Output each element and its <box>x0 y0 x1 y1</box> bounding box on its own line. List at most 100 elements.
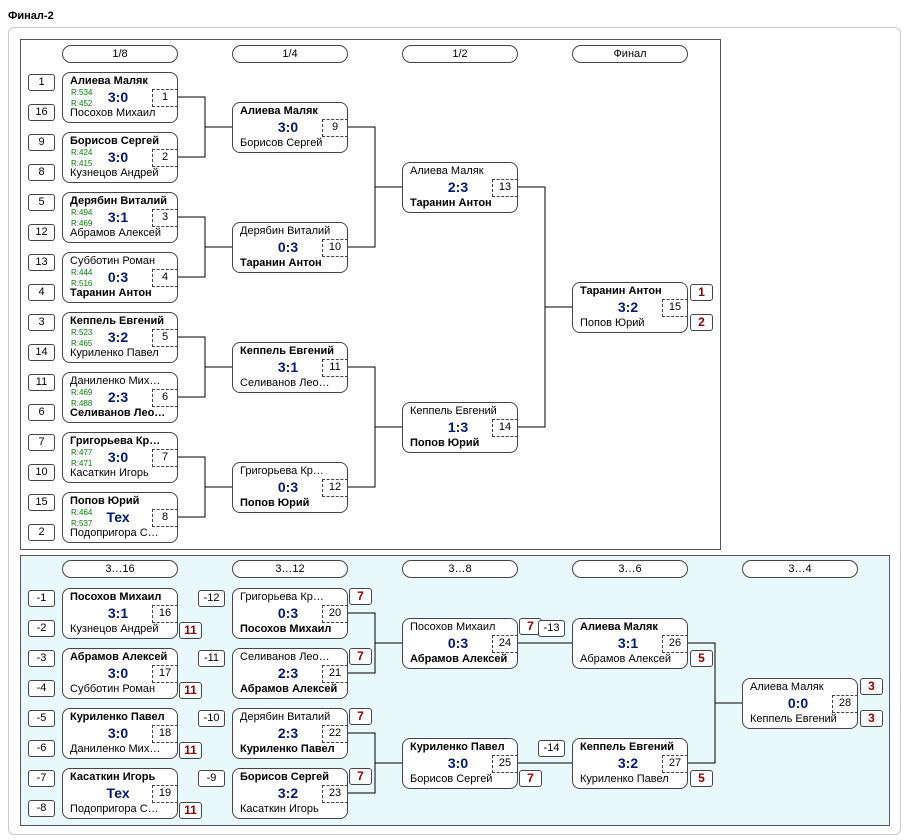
connector-line <box>348 366 376 488</box>
round-header-cons-2: 3…8 <box>402 560 518 578</box>
player-2-name: Таранин Антон <box>410 197 492 209</box>
player-2-name: Куриленко Павел <box>70 347 159 359</box>
match-score: 3:0 <box>107 149 129 165</box>
match-score: 3:0 <box>277 119 299 135</box>
place-badge: 3 <box>860 710 883 727</box>
player-2-name: Селиванов Лео… <box>240 377 330 389</box>
player-1-name: Алиева Маляк <box>580 621 658 633</box>
match-score: 3:2 <box>107 329 129 345</box>
match-score: Тех <box>106 509 130 525</box>
match-score: 3:0 <box>107 725 129 741</box>
match-score: 2:3 <box>277 665 299 681</box>
match-number: 26 <box>662 635 687 653</box>
player-2-name: Куриленко Павел <box>580 773 669 785</box>
player-1-name: Григорьева Кр… <box>240 465 324 477</box>
player-2-name: Таранин Антон <box>70 287 152 299</box>
player-2-name: Субботин Роман <box>70 683 156 695</box>
player-2-name: Абрамов Алексей <box>410 653 508 665</box>
seed-number: -13 <box>538 620 565 637</box>
player-1-name: Кеппель Евгений <box>410 405 497 417</box>
round-header-0: 1/8 <box>62 45 178 63</box>
match-score: 0:3 <box>277 479 299 495</box>
match-number: 9 <box>322 119 347 137</box>
match-score: 3:0 <box>447 755 469 771</box>
match-score: 2:3 <box>447 179 469 195</box>
player-1-name: Дерябин Виталий <box>70 195 168 207</box>
round-header-cons-0: 3…16 <box>62 560 178 578</box>
player-2-name: Попов Юрий <box>410 437 480 449</box>
place-badge: 11 <box>179 802 202 819</box>
match-score: 3:2 <box>617 755 639 771</box>
player-2-name: Посохов Михаил <box>70 107 156 119</box>
player-2-name: Касаткин Игорь <box>240 803 319 815</box>
player-2-rating: R:516 <box>71 279 93 288</box>
match-number: 28 <box>832 695 857 713</box>
player-1-name: Дерябин Виталий <box>240 225 331 237</box>
player-1-name: Дерябин Виталий <box>240 711 331 723</box>
seed-number: 11 <box>28 374 55 391</box>
seed-number: -3 <box>28 650 55 667</box>
player-1-name: Посохов Михаил <box>70 591 162 603</box>
seed-number: -4 <box>28 680 55 697</box>
round-header-cons-4: 3…4 <box>742 560 858 578</box>
match-number: 5 <box>152 329 177 347</box>
match-number: 3 <box>152 209 177 227</box>
player-1-name: Алиева Маляк <box>750 681 824 693</box>
player-2-name: Селиванов Лео… <box>70 407 166 419</box>
match-number: 19 <box>152 785 177 803</box>
place-badge: 7 <box>349 648 372 665</box>
player-1-name: Кеппель Евгений <box>70 315 165 327</box>
match-score: 1:3 <box>447 419 469 435</box>
player-2-name: Борисов Сергей <box>240 137 323 149</box>
connector-line <box>178 336 206 398</box>
match-number: 12 <box>322 479 347 497</box>
place-badge: 7 <box>349 768 372 785</box>
match-score: Тех <box>106 785 130 801</box>
match-score: 0:3 <box>277 239 299 255</box>
match-number: 21 <box>322 665 347 683</box>
seed-number: -12 <box>198 590 225 607</box>
match-number: 23 <box>322 785 347 803</box>
player-1-name: Куриленко Павел <box>410 741 505 753</box>
seed-number: 14 <box>28 344 55 361</box>
match-number: 11 <box>322 359 347 377</box>
player-2-rating: R:452 <box>71 99 93 108</box>
player-2-name: Абрамов Алексей <box>240 683 338 695</box>
seed-number: 15 <box>28 494 55 511</box>
player-1-rating: R:464 <box>71 508 93 517</box>
place-badge: 1 <box>690 284 713 301</box>
place-badge: 11 <box>179 622 202 639</box>
seed-number: 12 <box>28 224 55 241</box>
match-number: 4 <box>152 269 177 287</box>
player-1-name: Кеппель Евгений <box>580 741 675 753</box>
player-1-name: Борисов Сергей <box>240 771 330 783</box>
